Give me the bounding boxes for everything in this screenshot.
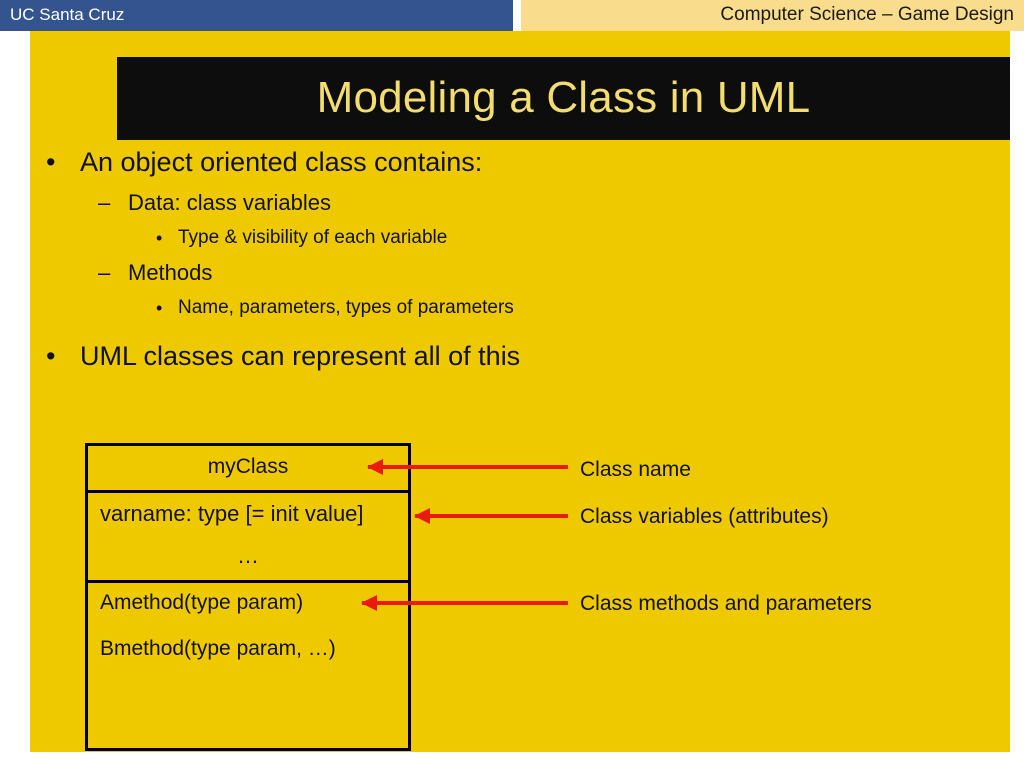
uml-class-box: myClass varname: type [= init value] … A…	[85, 443, 411, 751]
uml-methods-compartment: Amethod(type param) Bmethod(type param, …	[88, 583, 408, 748]
bullet-level1-uml-classes-represent: UML classes can represent all of this	[40, 337, 740, 375]
bullet-list: An object oriented class contains: Data:…	[40, 143, 740, 381]
slide-title-bar: Modeling a Class in UML	[117, 57, 1010, 140]
uml-method-2: Bmethod(type param, …)	[100, 637, 336, 660]
arrow-to-class-methods-icon	[361, 595, 568, 611]
bullet-level2-methods: Methods	[40, 257, 740, 289]
bullet-level2-data-class-variables: Data: class variables	[40, 187, 740, 219]
uml-attribute-1: varname: type [= init value]	[100, 501, 364, 526]
bullet-level3-type-visibility: Type & visibility of each variable	[40, 223, 740, 253]
arrow-to-class-variables-icon	[414, 508, 568, 524]
callout-label-class-variables: Class variables (attributes)	[580, 505, 829, 528]
callout-label-class-methods: Class methods and parameters	[580, 592, 872, 615]
header-course-label: Computer Science – Game Design	[720, 4, 1014, 25]
uml-attribute-ellipsis: …	[237, 543, 259, 568]
uml-class-name: myClass	[207, 455, 289, 478]
header-course-band: Computer Science – Game Design	[521, 0, 1024, 31]
uml-attributes-compartment: varname: type [= init value] …	[88, 493, 408, 583]
header-institution-band: UC Santa Cruz	[0, 0, 513, 31]
page-title: Modeling a Class in UML	[316, 73, 811, 122]
bullet-level3-name-parameters: Name, parameters, types of parameters	[40, 293, 740, 323]
uml-name-compartment: myClass	[88, 446, 408, 493]
bullet-level1-object-oriented-class: An object oriented class contains:	[40, 143, 740, 181]
header-institution-label: UC Santa Cruz	[10, 5, 125, 24]
bullet-spacer	[40, 327, 740, 337]
arrow-to-class-name-icon	[367, 459, 568, 475]
callout-label-class-name: Class name	[580, 458, 691, 481]
uml-method-1: Amethod(type param)	[100, 591, 304, 614]
